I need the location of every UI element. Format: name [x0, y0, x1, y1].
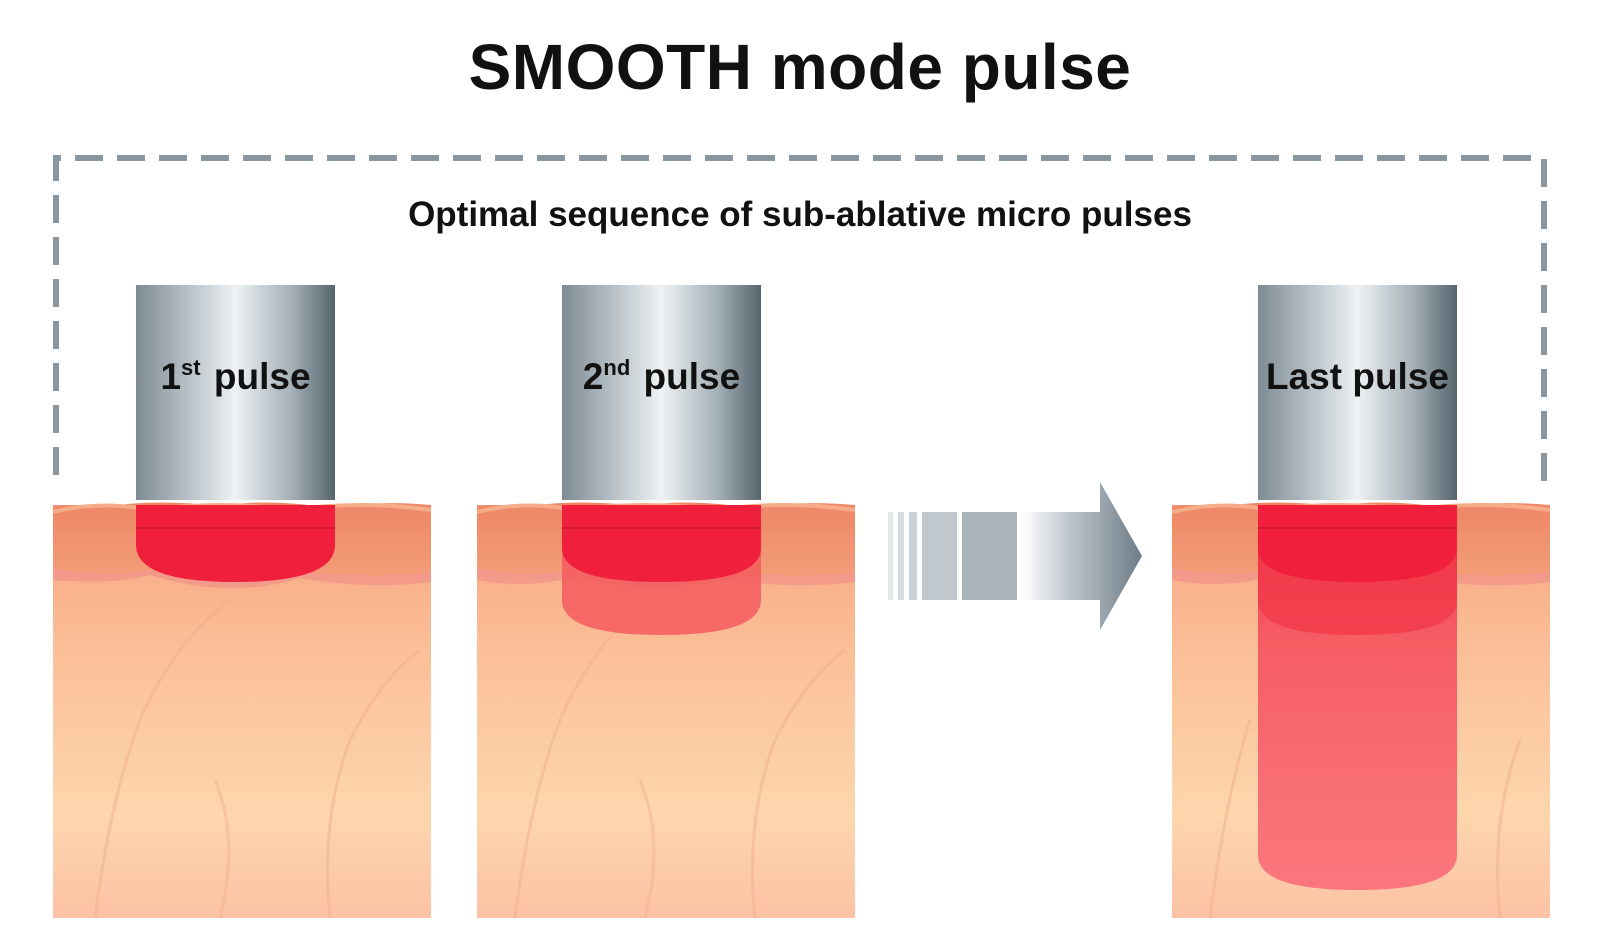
pulse-ordinal-suffix: st — [181, 355, 201, 380]
pulse-ordinal-suffix: nd — [603, 355, 631, 380]
arrow-right-icon — [888, 482, 1142, 630]
laser-handpiece-icon — [562, 285, 761, 500]
treatment-zone-1 — [136, 505, 335, 582]
pulse-word: pulse — [213, 356, 311, 397]
pulse-label-last: Last pulse — [1266, 356, 1449, 397]
laser-handpiece-icon — [1258, 285, 1457, 500]
pulse-number: 2 — [582, 356, 604, 397]
pulse-label-second: 2nd pulse — [562, 352, 761, 402]
skin-panel-1 — [52, 502, 432, 919]
page-title: SMOOTH mode pulse — [468, 31, 1132, 103]
pulse-word: pulse — [643, 356, 741, 397]
pulse-label-first: 1st pulse — [136, 352, 335, 402]
skin-panel-3 — [1171, 502, 1551, 919]
pulse-number: 1 — [160, 356, 182, 397]
sequence-frame — [53, 155, 1547, 495]
laser-handpiece-icon — [136, 285, 335, 500]
sequence-subtitle: Optimal sequence of sub-ablative micro p… — [408, 195, 1192, 234]
skin-panel-2 — [476, 502, 856, 919]
